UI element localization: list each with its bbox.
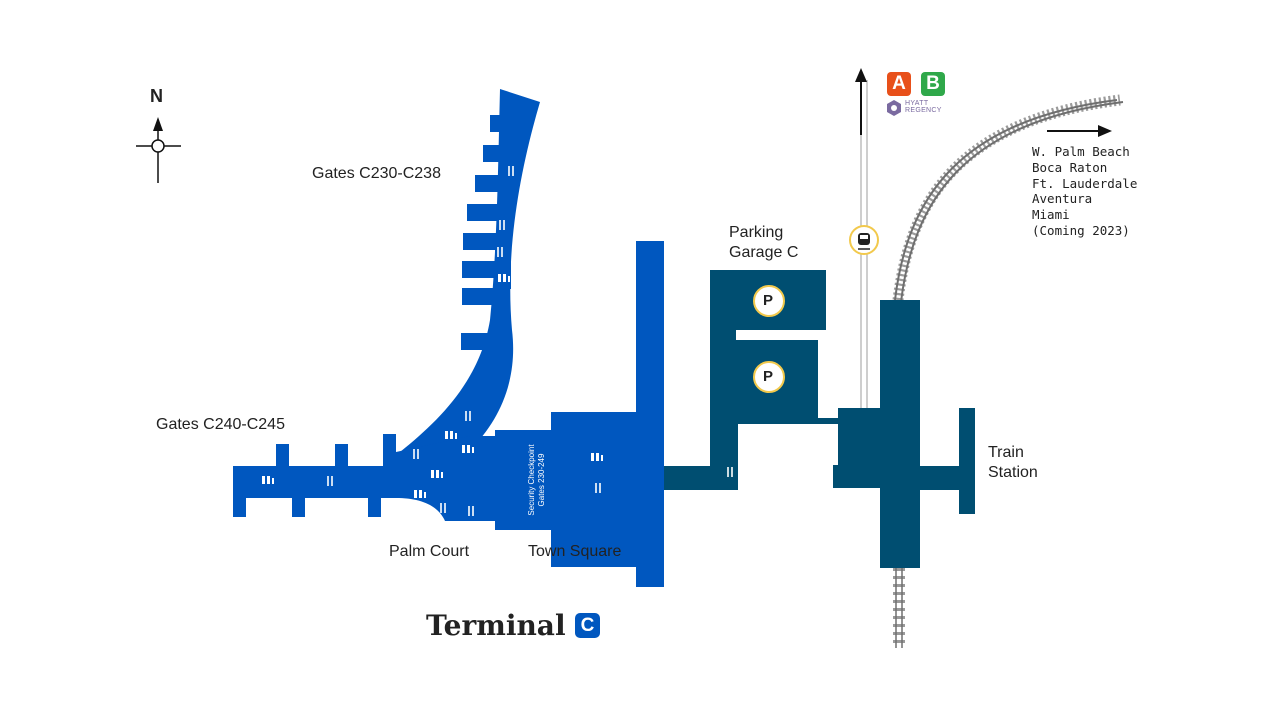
- hotel-label: HYATT REGENCY: [905, 100, 942, 114]
- parking-symbol-lower: P: [763, 368, 774, 385]
- restroom-icon: [498, 274, 510, 282]
- north-arrow-icon: [136, 117, 181, 183]
- landside-facilities: [664, 270, 975, 568]
- parking-icon: [753, 285, 785, 317]
- hotel-line1: HYATT: [905, 100, 929, 107]
- restaurant-icon: [508, 166, 514, 176]
- restaurant-icon: [595, 483, 601, 493]
- rail-badge-b: B: [921, 72, 945, 96]
- restroom-icon: [445, 431, 457, 439]
- destination-item: Miami: [1032, 207, 1070, 223]
- restaurant-icon: [327, 476, 333, 486]
- destination-item: (Coming 2023): [1032, 222, 1130, 238]
- terminal-c-concourse: [233, 89, 664, 587]
- train-station-label-line1: Train: [988, 444, 1024, 461]
- restaurant-icon: [465, 411, 471, 421]
- destination-item: Boca Raton: [1032, 159, 1108, 175]
- rail-line-curve: [892, 94, 1124, 303]
- gates-c230-c238-label: Gates C230-C238: [312, 165, 441, 182]
- restroom-icon: [462, 445, 474, 453]
- parking-symbol-upper: P: [763, 292, 774, 309]
- destinations-list: W. Palm Beach Boca Raton Ft. Lauderdale …: [1032, 144, 1137, 239]
- restaurant-icon: [497, 247, 503, 257]
- restaurant-icon: [413, 449, 419, 459]
- compass-north-label: N: [150, 86, 163, 106]
- parking-garage-label-line1: Parking: [729, 224, 784, 241]
- gates-c240-c245-label: Gates C240-C245: [156, 416, 285, 433]
- restaurant-icon: [727, 467, 733, 477]
- restaurant-icons: [327, 166, 733, 516]
- parking-garage-label-line2: Garage C: [729, 244, 799, 261]
- destination-item: W. Palm Beach: [1032, 144, 1130, 159]
- restroom-icon: [431, 470, 443, 478]
- restroom-icon: [414, 490, 426, 498]
- restaurant-icon: [440, 503, 446, 513]
- destination-item: Aventura: [1032, 191, 1093, 207]
- security-checkpoint-label: Security Checkpoint Gates 230-249: [527, 444, 547, 515]
- restroom-icon: [262, 476, 274, 484]
- hotel-line2: REGENCY: [905, 107, 942, 114]
- train-station-label-line2: Station: [988, 464, 1038, 481]
- restroom-icons: [262, 274, 603, 498]
- rail-badge-a: A: [887, 72, 911, 96]
- northbound-arrow-icon: [855, 68, 867, 82]
- town-square-label: Town Square: [528, 543, 622, 560]
- rail-line-south: [893, 568, 905, 648]
- terminal-badge: C: [575, 613, 600, 638]
- parking-icon: [753, 361, 785, 393]
- destination-item: Ft. Lauderdale: [1032, 175, 1138, 191]
- train-icon: [849, 225, 879, 255]
- hotel-icon: [887, 100, 901, 116]
- restaurant-icon: [499, 220, 505, 230]
- security-line1: Security Checkpoint: [527, 444, 536, 516]
- destinations-arrow-icon: [1047, 125, 1112, 137]
- security-line2: Gates 230-249: [537, 453, 546, 507]
- terminal-title: Terminal: [426, 609, 566, 642]
- palm-court-label: Palm Court: [389, 543, 470, 560]
- restaurant-icon: [468, 506, 474, 516]
- restroom-icon: [591, 453, 603, 461]
